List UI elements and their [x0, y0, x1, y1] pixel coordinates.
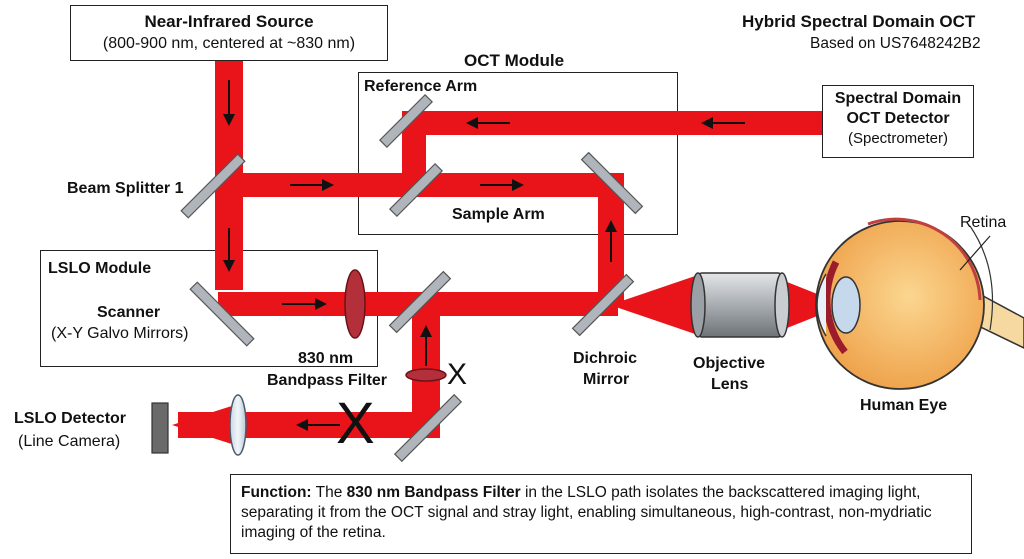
sample-splitter: [388, 162, 444, 218]
arrow-right-3: [282, 298, 327, 310]
arrow-left-det: [296, 419, 340, 431]
line-camera-icon: [151, 402, 169, 454]
eye-label: Human Eye: [860, 397, 948, 414]
filter-label-line2: Bandpass Filter: [267, 372, 388, 389]
oct-detector-line3: (Spectrometer): [847, 130, 949, 147]
reference-arm-label: Reference Arm: [364, 78, 478, 95]
diagram-subtitle: Based on US7648242B2: [810, 35, 981, 52]
oct-detector-line2: OCT Detector: [846, 110, 950, 127]
arrow-down-2: [223, 228, 235, 272]
caption-part1: The: [311, 484, 347, 501]
sample-arm-label: Sample Arm: [452, 206, 545, 223]
function-caption: Function: The 830 nm Bandpass Filter in …: [230, 474, 972, 554]
source-box: Near-Infrared Source (800-900 nm, center…: [70, 5, 388, 61]
beam-splitter-label: Beam Splitter 1: [67, 180, 184, 197]
eye-icon: [815, 217, 1024, 390]
beam-reference-right: [402, 111, 822, 135]
blocked-mark-filter: X: [447, 358, 468, 391]
objective-lens-icon: [690, 272, 790, 338]
filter-label-line1: 830 nm: [298, 350, 354, 367]
sample-arm-mirror: [580, 151, 644, 215]
laser-beams: [172, 60, 845, 446]
caption-lead: Function:: [241, 484, 312, 501]
mirrors: [180, 93, 644, 463]
source-name: Near-Infrared Source: [144, 12, 314, 31]
scanner-mirror: [189, 281, 255, 347]
beam-splitter-1: [180, 153, 246, 219]
detector-fold-mirror: [393, 393, 463, 463]
caption-highlight: 830 nm Bandpass Filter: [346, 484, 521, 501]
oct-module-title: OCT Module: [464, 51, 565, 70]
retina-leader-line: [959, 235, 991, 271]
caption-part2: in the LSLO path isolates the backscatte…: [241, 484, 932, 541]
objective-label-line2: Lens: [711, 376, 749, 393]
scanner-label: Scanner: [97, 304, 161, 321]
arrow-right-1: [290, 179, 334, 191]
lslo-detector-label: LSLO Detector: [14, 410, 127, 427]
bandpass-filter-disc: [405, 368, 447, 382]
beam-detector-cone: [172, 404, 238, 446]
blocked-mark-detector: X: [336, 391, 375, 456]
beam-objective-cone: [610, 275, 698, 335]
reference-mirror: [378, 93, 434, 149]
arrow-up-1: [605, 220, 617, 262]
arrow-up-2: [420, 325, 432, 366]
arrow-left-ref2: [701, 117, 745, 129]
oct-module-box: [358, 72, 678, 235]
lslo-splitter: [388, 270, 452, 334]
oct-detector-line1: Spectral Domain: [834, 90, 962, 107]
dichroic-mirror: [571, 273, 635, 337]
source-spec: (800-900 nm, centered at ~830 nm): [102, 35, 356, 52]
dichroic-label-line2: Mirror: [583, 371, 630, 388]
oct-detector-box: Spectral Domain OCT Detector (Spectromet…: [822, 85, 974, 158]
detector-lens: [229, 394, 247, 456]
objective-label-line1: Objective: [693, 355, 766, 372]
lslo-detector-detail: (Line Camera): [18, 433, 121, 450]
arrow-down-1: [223, 80, 235, 126]
lslo-module-title: LSLO Module: [48, 260, 152, 277]
scanner-detail: (X-Y Galvo Mirrors): [51, 325, 189, 342]
arrow-left-ref1: [466, 117, 510, 129]
dichroic-label-line1: Dichroic: [573, 350, 638, 367]
retina-label: Retina: [960, 214, 1007, 231]
beam-arrows: [223, 80, 745, 431]
bandpass-filter-lens: [344, 269, 366, 339]
arrow-right-2: [480, 179, 524, 191]
diagram-title: Hybrid Spectral Domain OCT: [742, 12, 976, 31]
beam-eye-cone: [782, 280, 845, 330]
